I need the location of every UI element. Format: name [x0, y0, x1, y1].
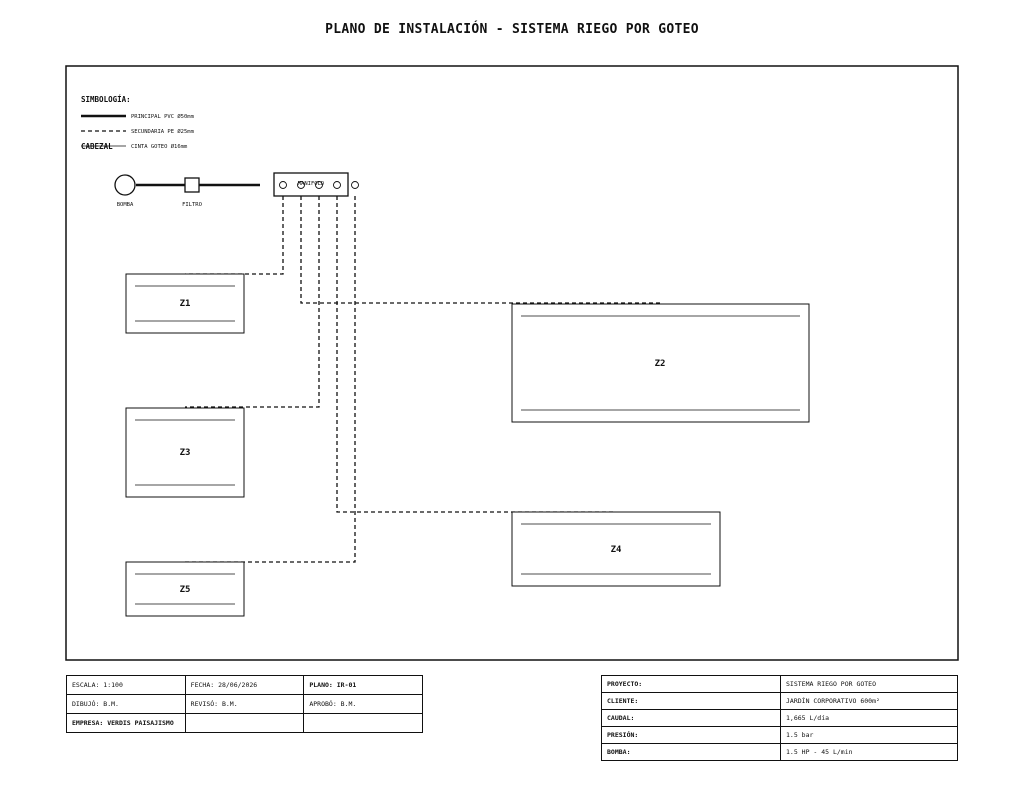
secondary-line-z5 — [185, 196, 356, 563]
date-cell: FECHA: 28/06/2026 — [184, 675, 305, 695]
valve-1 — [279, 181, 287, 189]
title-block-left: ESCALA: 1:100 FECHA: 28/06/2026 PLANO: I… — [66, 675, 423, 733]
title-block-row: EMPRESA: VERDIS PAISAJISMO — [66, 713, 423, 733]
legend: SIMBOLOGÍA: PRINCIPAL PVC Ø50mm SECUNDAR… — [81, 95, 195, 150]
valve-2 — [297, 181, 305, 189]
drawing-frame — [65, 65, 959, 661]
zone-z2-label: Z2 — [655, 359, 666, 369]
zone-z4: Z4 — [511, 511, 721, 587]
title-block-right: PROYECTO: SISTEMA RIEGO POR GOTEO CLIENT… — [601, 675, 958, 761]
filter-symbol — [184, 177, 200, 193]
title-block-row: DIBUJÓ: B.M. REVISÓ: B.M. APROBÓ: B.M. — [66, 694, 423, 714]
zone-z2: Z2 — [511, 303, 810, 423]
zone-z1-label: Z1 — [180, 299, 191, 309]
pump-value: 1.5 HP - 45 L/min — [780, 743, 958, 761]
head-label: CABEZAL — [81, 142, 113, 151]
legend-label-secundaria: SECUNDARIA PE Ø25mm — [131, 128, 195, 135]
reviewed-by-cell: REVISÓ: B.M. — [184, 694, 305, 714]
pressure-key: PRESIÓN: — [601, 726, 781, 744]
manifold-box — [273, 172, 349, 197]
scale-cell: ESCALA: 1:100 — [66, 675, 186, 695]
client-value: JARDÍN CORPORATIVO 600m² — [780, 692, 958, 710]
pump-symbol — [114, 174, 136, 196]
valve-3 — [315, 181, 323, 189]
empty-cell — [303, 713, 423, 733]
filter-label: FILTRO — [182, 202, 202, 208]
flow-value: 1,665 L/día — [780, 709, 958, 727]
title-block-row: ESCALA: 1:100 FECHA: 28/06/2026 PLANO: I… — [66, 675, 423, 695]
zone-z5-label: Z5 — [180, 585, 191, 595]
zone-z4-label: Z4 — [611, 545, 622, 555]
project-value: SISTEMA RIEGO POR GOTEO — [780, 675, 958, 693]
legend-label-cinta: CINTA GOTEO Ø16mm — [131, 143, 188, 150]
zone-z1: Z1 — [125, 273, 245, 334]
valve-4 — [333, 181, 341, 189]
pressure-value: 1.5 bar — [780, 726, 958, 744]
zone-z3: Z3 — [125, 407, 245, 498]
secondary-line-z4 — [336, 196, 616, 513]
project-key: PROYECTO: — [601, 675, 781, 693]
empty-cell — [184, 713, 305, 733]
manifold-valves — [279, 181, 359, 189]
plan-number-cell: PLANO: IR-01 — [303, 675, 423, 695]
info-row: CLIENTE: JARDÍN CORPORATIVO 600m² — [601, 692, 958, 710]
legend-heading: SIMBOLOGÍA: — [81, 95, 131, 104]
info-row: BOMBA: 1.5 HP - 45 L/min — [601, 743, 958, 761]
flow-key: CAUDAL: — [601, 709, 781, 727]
secondary-line-z2 — [300, 196, 660, 304]
pump-label: BOMBA — [117, 202, 134, 208]
zone-z3-label: Z3 — [180, 448, 191, 458]
zone-z1-outline — [125, 273, 245, 334]
zone-z5: Z5 — [125, 561, 245, 617]
approved-by-cell: APROBÓ: B.M. — [303, 694, 423, 714]
zone-z5-outline — [125, 561, 245, 617]
info-row: PROYECTO: SISTEMA RIEGO POR GOTEO — [601, 675, 958, 693]
client-key: CLIENTE: — [601, 692, 781, 710]
info-row: PRESIÓN: 1.5 bar — [601, 726, 958, 744]
drawn-by-cell: DIBUJÓ: B.M. — [66, 694, 186, 714]
info-row: CAUDAL: 1,665 L/día — [601, 709, 958, 727]
legend-label-principal: PRINCIPAL PVC Ø50mm — [131, 113, 195, 120]
secondary-line-z3 — [185, 196, 320, 408]
zone-z3-outline — [125, 407, 245, 498]
zone-z2-outline — [511, 303, 810, 423]
manifold-label: MANIFOLD — [298, 181, 325, 187]
page-title: PLANO DE INSTALACIÓN - SISTEMA RIEGO POR… — [325, 22, 699, 37]
pump-key: BOMBA: — [601, 743, 781, 761]
company-cell: EMPRESA: VERDIS PAISAJISMO — [66, 713, 186, 733]
valve-5 — [351, 181, 359, 189]
